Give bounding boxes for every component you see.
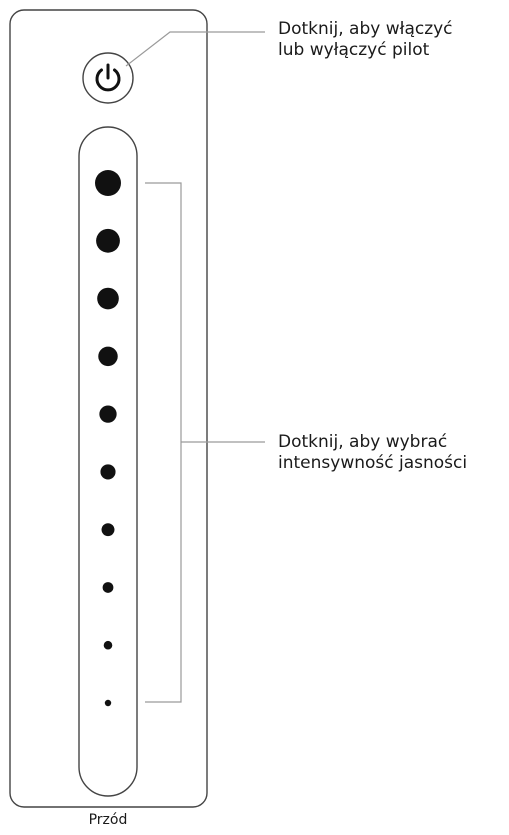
brightness-level-dot-icon[interactable] <box>95 170 121 196</box>
brightness-level-dot-icon[interactable] <box>99 405 117 423</box>
brightness-level-dot-icon[interactable] <box>102 582 114 593</box>
brightness-level-dot-icon[interactable] <box>104 699 112 707</box>
power-annotation-line-1: Dotknij, aby włączyć <box>278 19 453 39</box>
power-leader-line <box>125 31 265 67</box>
brightness-level-dot-icon[interactable] <box>100 464 116 480</box>
brightness-annotation: Dotknij, aby wybrać intensywność jasnośc… <box>278 432 467 474</box>
brightness-level-dot-icon[interactable] <box>97 287 119 310</box>
brightness-level-dot-icon[interactable] <box>101 523 115 537</box>
power-button[interactable] <box>82 52 134 104</box>
power-annotation-line-2: lub wyłączyć pilot <box>278 40 430 60</box>
view-caption: Przód <box>88 812 128 828</box>
brightness-slider-track[interactable] <box>78 126 138 797</box>
brightness-annotation-line-2: intensywność jasności <box>278 453 468 473</box>
brightness-level-dot-icon[interactable] <box>98 346 118 367</box>
brightness-dots <box>95 170 121 707</box>
brightness-annotation-line-1: Dotknij, aby wybrać <box>278 432 448 452</box>
power-icon <box>95 63 121 92</box>
brightness-level-dot-icon[interactable] <box>103 640 113 650</box>
power-annotation: Dotknij, aby włączyć lub wyłączyć pilot <box>278 19 453 61</box>
brightness-level-dot-icon[interactable] <box>96 228 120 253</box>
